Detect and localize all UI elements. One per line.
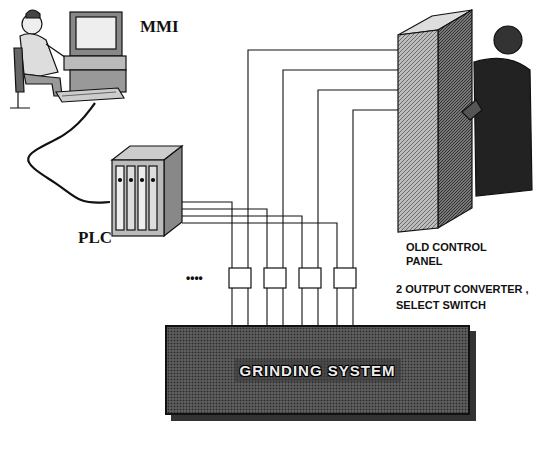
node-label: MMI [140, 17, 179, 37]
plc-unit: PLC [110, 144, 182, 238]
converter-box [299, 268, 321, 288]
signal-wires [248, 50, 398, 325]
grinding-system-box: GRINDING SYSTEM [165, 325, 470, 415]
ellipsis-mark: •••• [186, 270, 226, 287]
mmi-station: MMI [15, 5, 130, 117]
serial-cable [28, 103, 110, 203]
signal-wires [182, 202, 337, 325]
converter-label: 2 OUTPUT CONVERTER , SELECT SWITCH [396, 282, 532, 314]
node-label: PLC [78, 228, 112, 248]
control-panel [398, 10, 472, 232]
converter-box [229, 268, 251, 288]
node-label: OLD CONTROL PANEL [406, 240, 506, 269]
converter-box [264, 268, 286, 288]
converter-box [334, 268, 356, 288]
node-label: GRINDING SYSTEM [234, 359, 402, 382]
computer [56, 12, 126, 102]
plc-rack [112, 146, 182, 236]
operator-figure [462, 26, 532, 196]
control-panel: OLD CONTROL PANEL [398, 12, 533, 234]
